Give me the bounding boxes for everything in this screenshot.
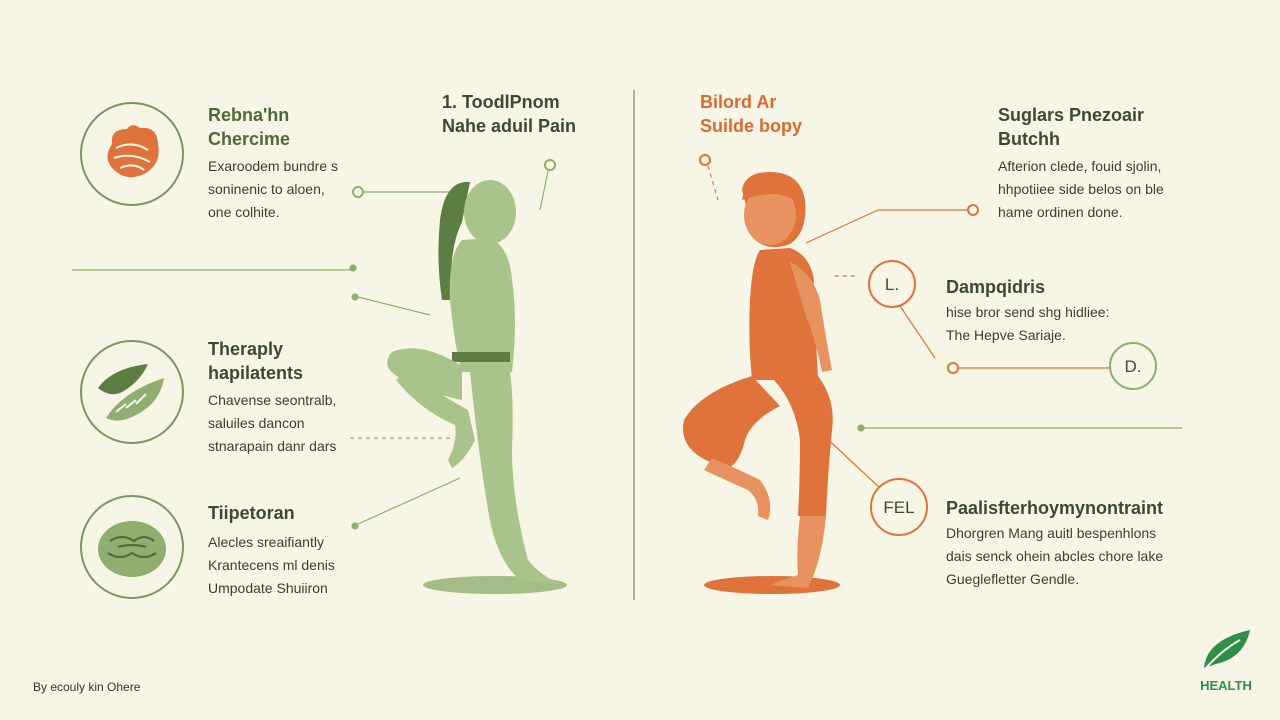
left-item-3-line: Krantecens ml denis [208, 557, 335, 573]
logo-text: HEALTH [1200, 678, 1252, 693]
footer-credit: By ecouly kin Ohere [33, 680, 141, 694]
right-item-3: Paalisfterhoymynontraint Dhorgren Mang a… [946, 496, 1266, 591]
right-item-2-line: The Hepve Sariaje. [946, 327, 1066, 343]
right-item-1-line: Afterion clede, fouid sjolin, [998, 158, 1162, 174]
left-item-1-line: one colhite. [208, 204, 280, 220]
orange-figure [683, 172, 840, 594]
left-header: 1. ToodlPnom Nahe aduil Pain [442, 90, 576, 138]
left-item-3: Tiipetoran Alecles sreaifiantly Krantece… [208, 501, 408, 600]
right-item-3-line: Gueglefletter Gendle. [946, 571, 1080, 587]
left-item-2-line: saluiles dancon [208, 415, 305, 431]
left-item-1-line: soninenic to aloen, [208, 181, 325, 197]
right-item-1-line: hhpotiiee side belos on ble [998, 181, 1164, 197]
health-logo: HEALTH [1200, 630, 1252, 693]
left-item-2-line: Chavense seontralb, [208, 392, 337, 408]
right-item-1-subtitle: Butchh [998, 129, 1060, 149]
right-divider-lines [857, 424, 1182, 432]
right-header-line-2: Suilde bopy [700, 116, 803, 136]
marker-d-label: D. [1125, 357, 1142, 376]
left-item-3-title: Tiipetoran [208, 503, 295, 523]
right-item-1-line: hame ordinen done. [998, 204, 1123, 220]
marker-fel: FEL [870, 478, 928, 536]
brain-icon [98, 521, 166, 577]
left-item-2-line: stnarapain danr dars [208, 438, 337, 454]
left-item-2-title: Theraply [208, 339, 284, 359]
left-header-line-1: 1. ToodlPnom [442, 92, 560, 112]
green-figure [387, 180, 567, 594]
right-item-1: Suglars Pnezoair Butchh Afterion clede, … [998, 103, 1268, 224]
left-header-line-2: Nahe aduil Pain [442, 116, 577, 136]
brain-icon-circle [80, 495, 184, 599]
right-header: Bilord Ar Suilde bopy [700, 90, 802, 138]
leaf-icon [98, 364, 164, 421]
right-item-2-line: hise bror send shg hidliee: [946, 304, 1110, 320]
right-item-2-title: Dampqidris [946, 277, 1046, 297]
leaf-icon-circle [80, 340, 184, 444]
left-connectors [72, 159, 556, 530]
marker-l: L. [868, 260, 916, 308]
left-item-1-subtitle: Chercime [208, 129, 291, 149]
right-item-2: Dampqidris hise bror send shg hidliee: T… [946, 275, 1246, 347]
left-item-2: Theraply hapilatents Chavense seontralb,… [208, 337, 408, 458]
right-item-3-title: Paalisfterhoymynontraint [946, 498, 1164, 518]
stomach-icon-circle [80, 102, 184, 206]
stomach-icon [107, 125, 159, 178]
left-item-1-line: Exaroodem bundre s [208, 158, 338, 174]
left-item-3-line: Alecles sreaifiantly [208, 534, 324, 550]
left-item-2-subtitle: hapilatents [208, 363, 304, 383]
left-item-1-title: Rebna'hn [208, 105, 290, 125]
right-item-3-line: Dhorgren Mang auitl bespenhlons [946, 525, 1157, 541]
marker-fel-label: FEL [883, 498, 914, 517]
right-item-3-line: dais senck ohein abcles chore lake [946, 548, 1164, 564]
right-header-line-1: Bilord Ar [700, 92, 777, 112]
left-item-3-line: Umpodate Shuiiron [208, 580, 328, 596]
marker-d: D. [1109, 342, 1157, 390]
marker-l-label: L. [885, 275, 899, 294]
right-connectors [699, 154, 1110, 491]
left-item-1: Rebna'hn Chercime Exaroodem bundre s son… [208, 103, 408, 224]
right-item-1-title: Suglars Pnezoair [998, 105, 1145, 125]
